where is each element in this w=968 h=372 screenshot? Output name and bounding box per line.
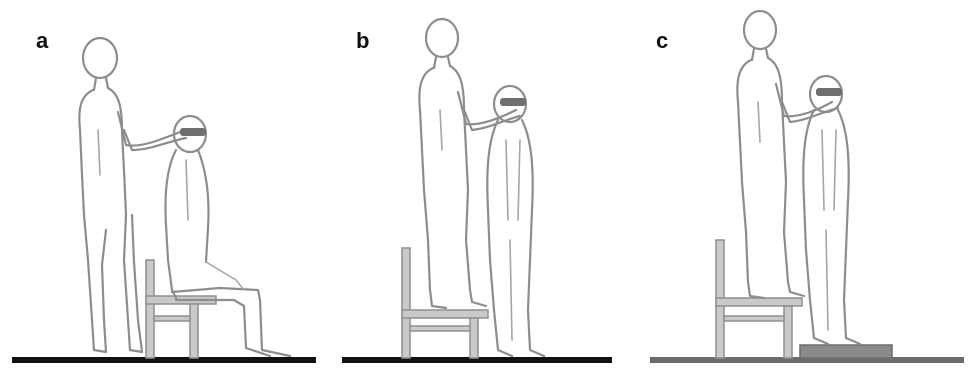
panel-c-headgear-icon xyxy=(816,88,842,96)
panel-c: c xyxy=(650,11,964,363)
panel-c-chair xyxy=(716,240,802,358)
panel-a: a xyxy=(12,28,316,363)
panel-c-label: c xyxy=(656,28,668,53)
panel-b-subject-figure xyxy=(487,86,544,356)
panel-b: b xyxy=(342,19,612,363)
panel-c-step-platform xyxy=(800,345,892,358)
panel-a-examiner-figure xyxy=(79,38,186,352)
panel-b-label: b xyxy=(356,28,369,53)
panel-b-headgear-icon xyxy=(500,98,526,106)
panel-a-floor xyxy=(12,357,316,363)
panel-a-label: a xyxy=(36,28,49,53)
panel-b-examiner-figure xyxy=(419,19,520,308)
panel-c-subject-figure xyxy=(803,76,860,344)
panel-a-headgear-icon xyxy=(180,128,206,136)
panel-a-chair xyxy=(146,260,216,358)
